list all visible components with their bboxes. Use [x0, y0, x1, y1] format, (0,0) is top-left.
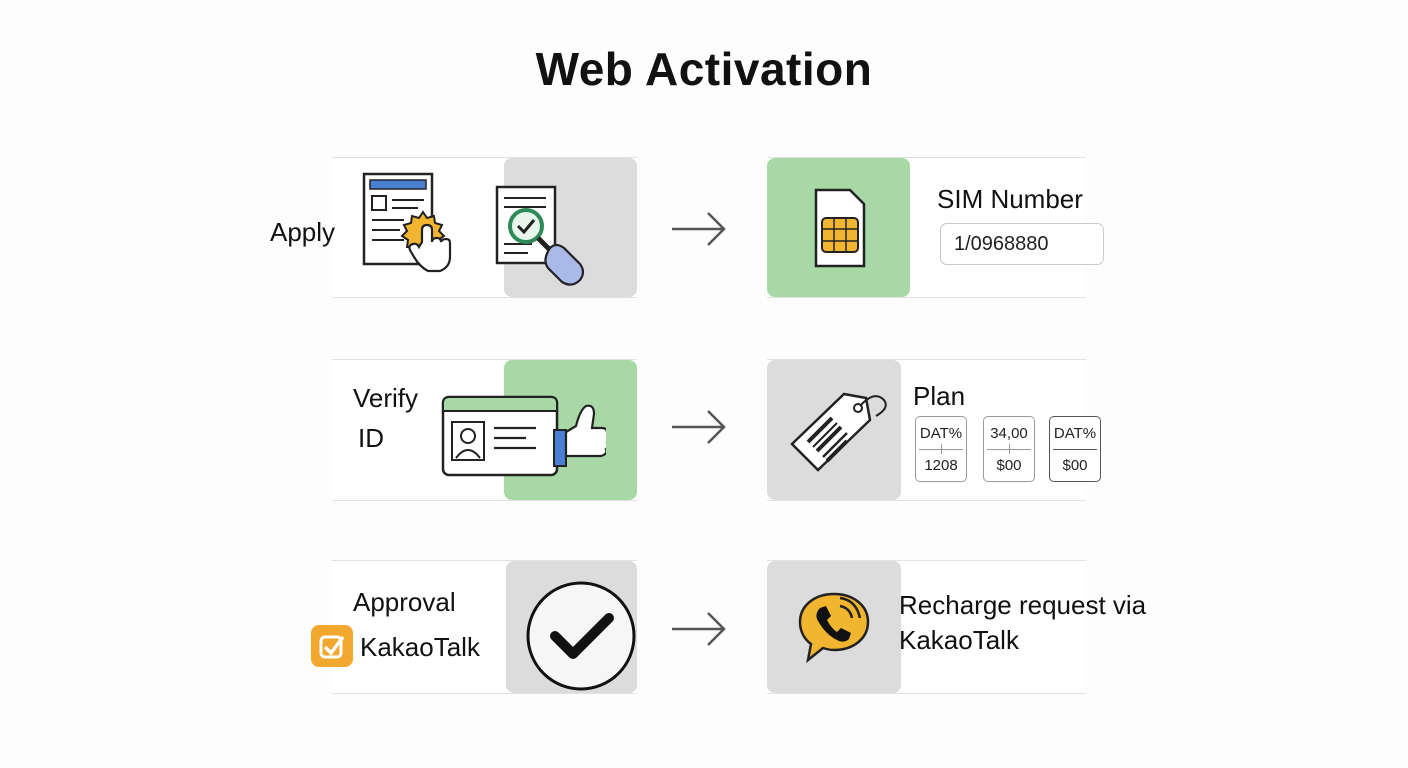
right-arrow-icon [670, 407, 728, 447]
approval-label: Approval [353, 587, 456, 617]
plan-option-top: 34,00 [990, 425, 1028, 442]
recharge-label-line-1: Recharge request via [899, 590, 1147, 620]
plan-option-bottom: 1208 [924, 457, 958, 474]
recharge-label-line-2: KakaoTalk [899, 625, 1019, 655]
id-label: ID [358, 423, 384, 453]
plan-option-line [1053, 449, 1097, 450]
plan-option-line [987, 449, 1031, 450]
plan-label: Plan [913, 381, 966, 411]
plan-option-top: DAT% [919, 425, 963, 442]
apply-label: Apply [270, 217, 336, 247]
checkmark-circle-icon [525, 580, 637, 692]
verify-label: Verify [353, 383, 419, 413]
document-check-icon [494, 184, 594, 290]
id-card-thumbs-up-icon [440, 394, 606, 480]
right-arrow-icon [670, 209, 728, 249]
plan-option-top: DAT% [1053, 425, 1097, 442]
right-arrow-icon [670, 609, 728, 649]
phone-chat-icon [796, 590, 872, 666]
plan-option-line [919, 449, 963, 450]
sim-card-icon [812, 186, 868, 270]
plan-option-bottom: $00 [1062, 457, 1088, 474]
kakaotalk-check-icon [310, 624, 354, 668]
page-title: Web Activation [535, 43, 873, 95]
plan-option-bottom: $00 [996, 457, 1022, 474]
application-form-icon [360, 170, 460, 282]
sim-number-field[interactable]: 1/0968880 [940, 223, 1104, 265]
sim-number-label: SIM Number [937, 184, 1083, 214]
plan-option[interactable]: 34,00 $00 [983, 416, 1035, 482]
price-tag-icon [786, 384, 890, 476]
plan-option[interactable]: DAT% $00 [1049, 416, 1101, 482]
plan-option[interactable]: DAT% 1208 [915, 416, 967, 482]
kakaotalk-label: KakaoTalk [360, 632, 480, 662]
